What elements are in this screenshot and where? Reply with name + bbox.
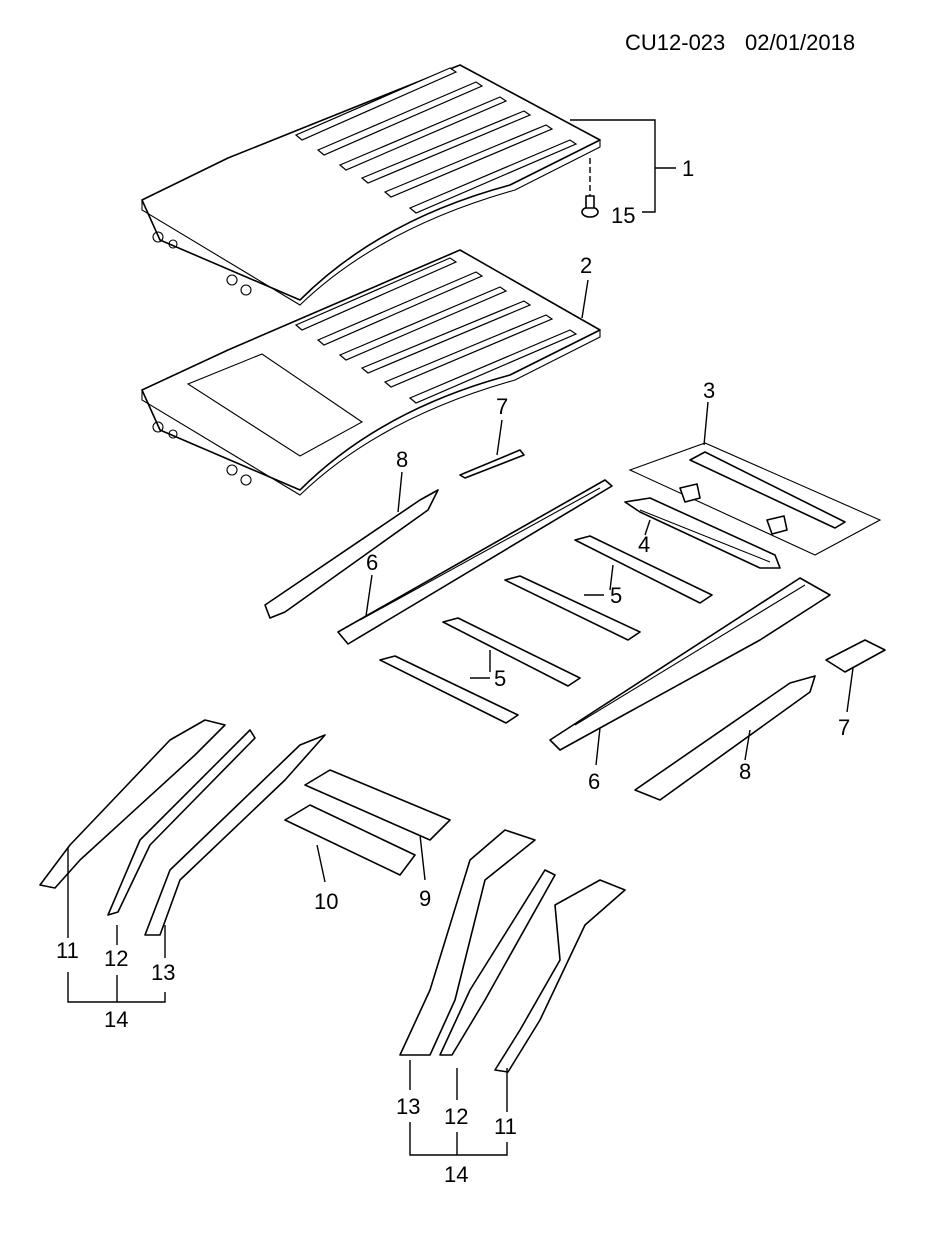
callout-2: 2 [580,253,592,278]
callout-6-right: 6 [588,769,600,794]
diagram-code: CU12-023 [625,30,725,55]
callout-7-right: 7 [838,715,850,740]
callout-5-upper: 5 [610,583,622,608]
side-roof-rail-right [549,577,831,751]
diagram-date: 02/01/2018 [745,30,855,55]
sunroof-reinforcement-kit [628,442,882,556]
callout-12-left: 12 [104,946,128,971]
bolt-15 [581,158,599,218]
callout-14-left: 14 [104,1007,128,1032]
leader-lines [67,119,854,1156]
callout-1: 1 [682,156,694,181]
callout-7-top: 7 [496,394,508,419]
callout-8-right: 8 [739,759,751,784]
callout-6-left: 6 [366,550,378,575]
bracket [459,449,886,673]
roof-bow [379,535,713,724]
callout-12-right: 12 [444,1104,468,1129]
pillar-left [39,719,326,936]
callout-4: 4 [638,532,650,557]
callout-8-left: 8 [396,447,408,472]
roof-panel [141,64,601,306]
callout-11-left: 11 [56,938,79,963]
windshield-header [284,769,451,876]
callout-5-lower: 5 [494,666,506,691]
roof-panel-sunroof [141,249,601,496]
callout-14-right: 14 [444,1162,468,1187]
callout-11-right: 11 [494,1114,517,1139]
pillar-right [399,829,626,1073]
callout-9: 9 [419,886,431,911]
callout-13-right: 13 [396,1094,420,1119]
front-bow [624,497,781,569]
callout-13-left: 13 [151,960,175,985]
callout-10: 10 [314,889,338,914]
roof-rail-inner [264,489,816,801]
side-roof-rail-left [337,479,613,645]
callout-15: 15 [611,203,635,228]
callout-3: 3 [703,378,715,403]
